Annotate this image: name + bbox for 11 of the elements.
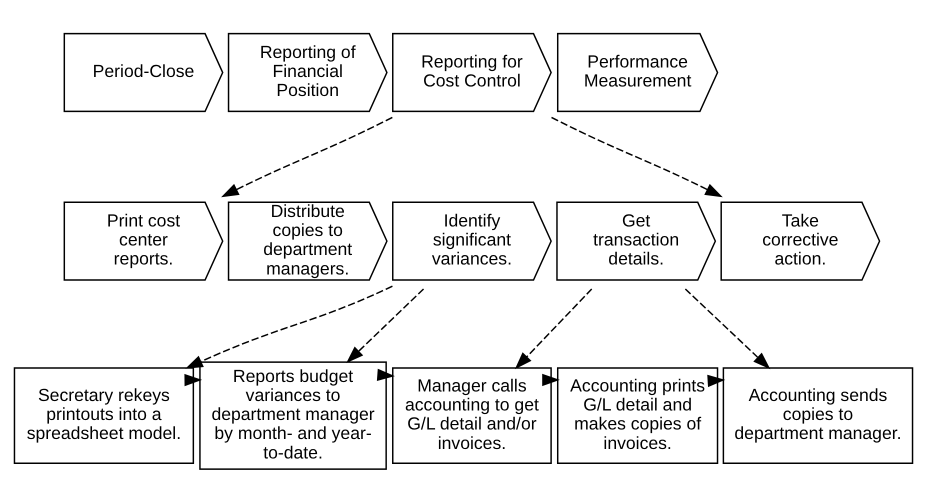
- arrow: [684, 288, 770, 369]
- node-box: Accounting sends copies to department manager.: [722, 366, 914, 464]
- arrow: [542, 373, 560, 386]
- arrow: [221, 116, 393, 197]
- arrow: [514, 288, 592, 369]
- arrow: [551, 116, 723, 197]
- arrow: [184, 373, 202, 386]
- arrow: [185, 285, 393, 368]
- arrow: [707, 374, 726, 387]
- arrow: [376, 368, 395, 380]
- arrow: [346, 288, 424, 363]
